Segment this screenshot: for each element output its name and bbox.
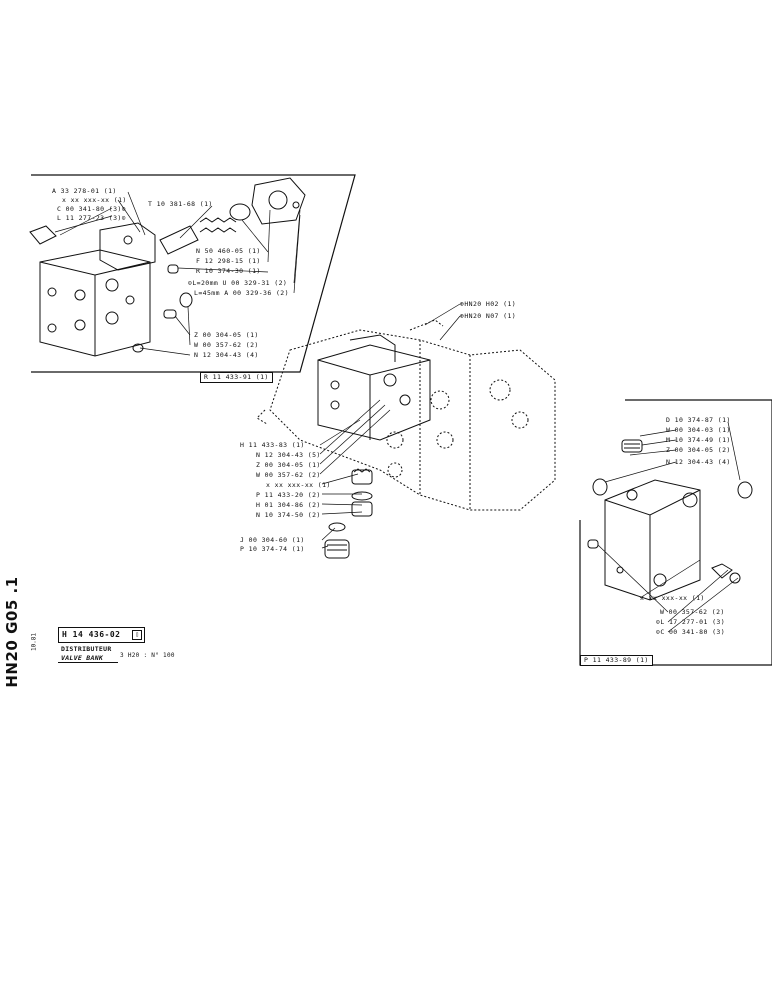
- spring-assembly-left: [159, 177, 306, 255]
- callout-label: Z 00 304-05 (1): [194, 331, 259, 339]
- callout-label: W 00 357-62 (2): [256, 471, 321, 479]
- small-parts-left: [132, 264, 193, 353]
- callout-label: D 10 374-87 (1): [666, 416, 731, 424]
- title-french: DISTRIBUTEUR: [61, 645, 112, 653]
- frame-tag-right: P 11 433-89 (1): [580, 655, 653, 666]
- callout-label: Z 00 304-05 (2): [666, 446, 731, 454]
- drawing-code: HN20 G05 .1: [3, 576, 21, 688]
- callout-label: M 10 374-49 (1): [666, 436, 731, 444]
- center-stacked-parts: [324, 468, 373, 559]
- callout-label: C 00 341-80 (3)⊙: [57, 205, 127, 213]
- part-number-box: H 14 436-02 ▯: [58, 627, 145, 643]
- callout-label: L=45mm A 00 329-36 (2): [194, 289, 289, 297]
- callout-label: W 00 304-03 (1): [666, 426, 731, 434]
- title-divider: [58, 662, 118, 663]
- main-valve-assembly: [256, 319, 556, 511]
- callout-label: R 10 374-30 (1): [196, 267, 261, 275]
- leader-lines: [54, 191, 741, 633]
- part-number: H 14 436-02: [62, 630, 121, 639]
- callout-label: A 33 278-01 (1): [52, 187, 117, 195]
- callout-label: Z 00 304-05 (1): [256, 461, 321, 469]
- callout-label: W 00 357-62 (2): [194, 341, 259, 349]
- callout-label: N 12 304-43 (4): [666, 458, 731, 466]
- callout-label: T 10 381-68 (1): [148, 200, 213, 208]
- callout-label: ⊙L=20mm U 00 329-31 (2): [188, 279, 288, 287]
- callout-label: W 00 357-62 (2): [660, 608, 725, 616]
- callout-label: P 10 374-74 (1): [240, 545, 305, 553]
- callout-label: N 10 374-50 (2): [256, 511, 321, 519]
- callout-label: H 01 304-86 (2): [256, 501, 321, 509]
- callout-label: H 11 433-83 (1): [240, 441, 305, 449]
- callout-label: ⊕HN20 H02 (1): [460, 300, 517, 308]
- callout-label: F 12 298-15 (1): [196, 257, 261, 265]
- callout-label: x xx xxx-xx (1): [266, 481, 331, 489]
- book-icon: ▯: [132, 630, 142, 640]
- detail-frame-right: [579, 399, 772, 666]
- callout-label: L 11 277-23 (3)⊙: [57, 214, 127, 222]
- callout-label: N 12 304-43 (4): [194, 351, 259, 359]
- callout-label: x xx xxx-xx (1): [62, 196, 127, 204]
- detail-frame-left: [31, 174, 356, 373]
- callout-label: ⊕HN20 N07 (1): [460, 312, 517, 320]
- callout-label: N 12 304-43 (5): [256, 451, 321, 459]
- callout-label: J 00 304-60 (1): [240, 536, 305, 544]
- title-english: VALVE BANK: [61, 654, 104, 662]
- model-reference: 3 H20 : N° 100: [120, 652, 175, 659]
- callout-label: ⊙C 00 341-80 (3): [656, 628, 726, 636]
- callout-label: ⊙L 17 277-01 (3): [656, 618, 726, 626]
- section-block-right: [587, 439, 753, 601]
- drawing-date: 10.81: [30, 632, 38, 652]
- center-section-block: [317, 334, 431, 441]
- callout-label: N 50 460-05 (1): [196, 247, 261, 255]
- callout-label: x xx xxx-xx (1): [640, 594, 705, 602]
- callout-label: P 11 433-20 (2): [256, 491, 321, 499]
- frame-tag-left: R 11 433-91 (1): [200, 372, 273, 383]
- section-block-left: [29, 222, 156, 357]
